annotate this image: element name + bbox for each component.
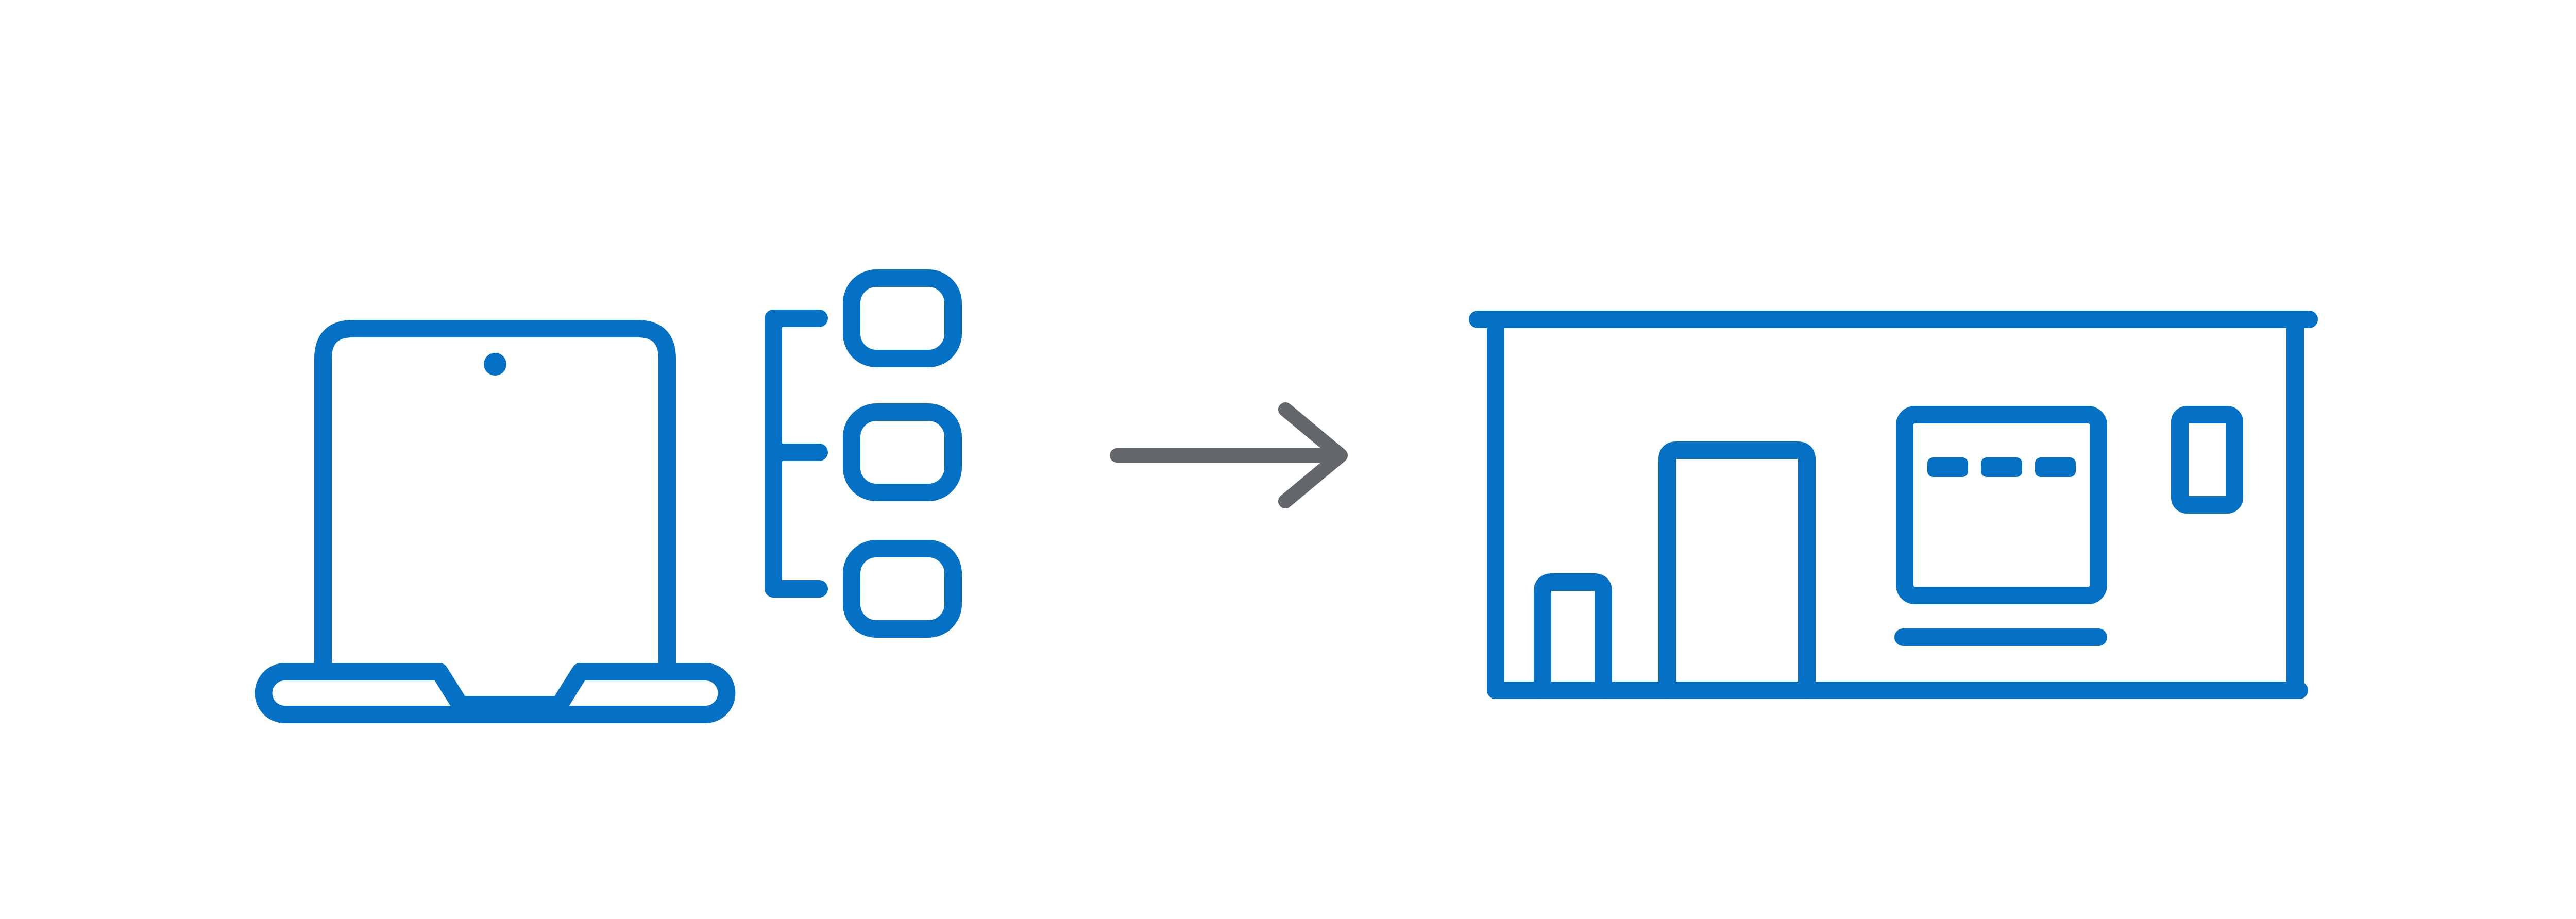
building-icon <box>1469 311 2318 699</box>
building-small-box <box>1534 573 1612 699</box>
building-door <box>1658 441 1816 699</box>
sign-dash-3 <box>2035 457 2076 477</box>
laptop-screen <box>314 320 676 684</box>
laptop-base <box>255 663 736 723</box>
arrow-chevron-head <box>1278 402 1348 508</box>
tree-node-top <box>843 269 962 367</box>
sign-dash-2 <box>1981 457 2022 477</box>
laptop-icon <box>255 320 736 723</box>
hierarchy-tree-icon <box>765 269 962 638</box>
tree-bracket-connector <box>765 310 828 598</box>
building-sign <box>1896 406 2107 604</box>
arrow-right-icon <box>1110 402 1348 508</box>
laptop-camera-dot <box>484 353 506 376</box>
sign-dash-1 <box>1927 457 1968 477</box>
tree-node-middle <box>843 403 962 501</box>
building-window <box>2171 406 2243 514</box>
tree-node-bottom <box>843 540 962 638</box>
